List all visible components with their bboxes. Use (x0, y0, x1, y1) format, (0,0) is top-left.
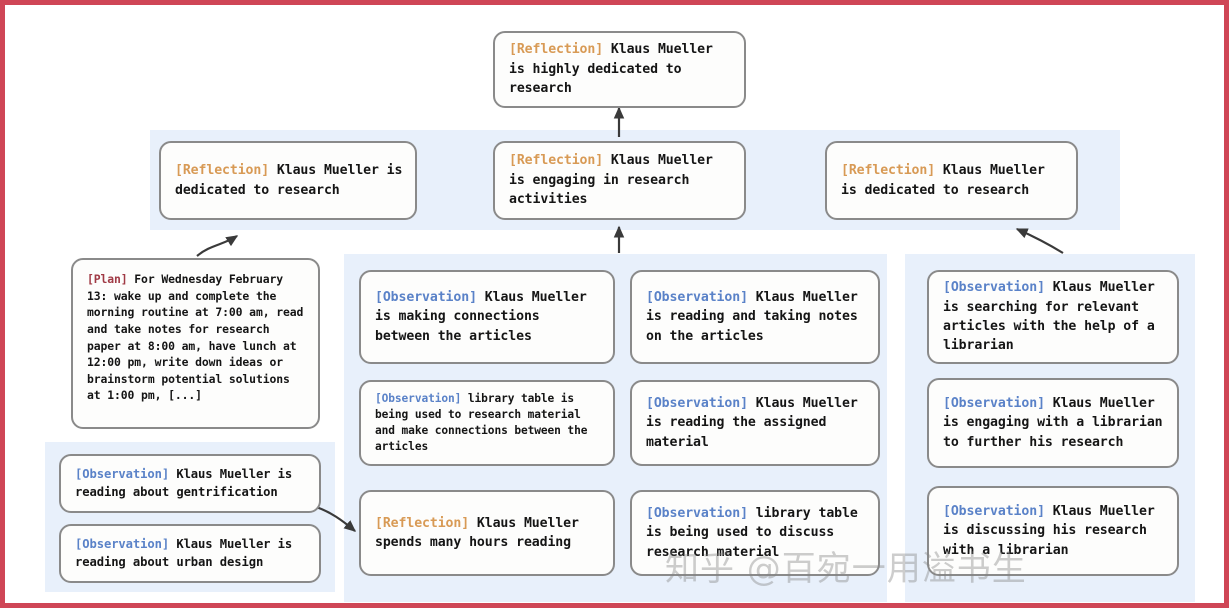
node-body: Klaus Mueller is reading the assigned ma… (646, 395, 866, 450)
node-col3-obs-2[interactable]: [Observation] Klaus Mueller is engaging … (927, 378, 1179, 468)
node-body: Klaus Mueller is dedicated to research (841, 163, 1053, 198)
node-obs-bottom-left-1[interactable]: [Observation] Klaus Mueller is reading a… (59, 454, 321, 513)
arrow-plan-to-left-reflection (196, 235, 239, 257)
node-body: Klaus Mueller spends many hours reading (375, 515, 587, 550)
node-body: Klaus Mueller is dedicated to research (175, 163, 411, 198)
node-obs-bottom-left-2[interactable]: [Observation] Klaus Mueller is reading a… (59, 524, 321, 583)
tag-reflection: [Reflection] (509, 42, 604, 58)
node-mid-reflection-right[interactable]: [Reflection] Klaus Mueller is dedicated … (825, 141, 1078, 220)
node-col1-obs-1[interactable]: [Observation] Klaus Mueller is making co… (359, 270, 615, 364)
tag-observation: [Observation] (646, 505, 748, 521)
tag-reflection: [Reflection] (841, 163, 936, 179)
node-text: [Observation] library table is being use… (375, 391, 601, 455)
node-col2-obs-2[interactable]: [Observation] Klaus Mueller is reading t… (630, 380, 880, 466)
node-plan[interactable]: [Plan] For Wednesday February 13: wake u… (71, 258, 320, 429)
tag-observation: [Observation] (75, 466, 170, 481)
tag-observation: [Observation] (646, 395, 748, 411)
node-body: library table is being used to discuss r… (646, 505, 866, 560)
node-col2-obs-3[interactable]: [Observation] library table is being use… (630, 490, 880, 576)
node-body: library table is being used to research … (375, 392, 594, 453)
node-text: [Reflection] Klaus Mueller is engaging i… (509, 151, 732, 209)
node-text: [Reflection] Klaus Mueller is dedicated … (841, 161, 1064, 200)
node-col2-obs-1[interactable]: [Observation] Klaus Mueller is reading a… (630, 270, 880, 364)
node-text: [Observation] Klaus Mueller is making co… (375, 288, 601, 346)
tag-reflection: [Reflection] (375, 515, 470, 531)
node-body: For Wednesday February 13: wake up and c… (87, 272, 311, 403)
tag-observation: [Observation] (646, 289, 748, 305)
node-mid-reflection-left[interactable]: [Reflection] Klaus Mueller is dedicated … (159, 141, 417, 220)
node-col1-obs-2[interactable]: [Observation] library table is being use… (359, 380, 615, 466)
node-text: [Reflection] Klaus Mueller spends many h… (375, 514, 601, 553)
node-text: [Observation] Klaus Mueller is discussin… (943, 502, 1165, 560)
tag-observation: [Observation] (75, 536, 170, 551)
node-body: Klaus Mueller is making connections betw… (375, 289, 595, 344)
node-text: [Observation] Klaus Mueller is searching… (943, 278, 1165, 356)
tag-reflection: [Reflection] (175, 163, 270, 179)
tag-observation: [Observation] (375, 392, 462, 406)
node-body: Klaus Mueller is reading about urban des… (75, 536, 300, 569)
node-text: [Plan] For Wednesday February 13: wake u… (87, 271, 306, 404)
node-body: Klaus Mueller is reading and taking note… (646, 289, 866, 344)
tag-reflection: [Reflection] (509, 153, 604, 169)
node-text: [Observation] Klaus Mueller is engaging … (943, 394, 1165, 452)
node-col1-reflection[interactable]: [Reflection] Klaus Mueller spends many h… (359, 490, 615, 576)
node-text: [Observation] Klaus Mueller is reading a… (75, 466, 307, 502)
node-body: Klaus Mueller is discussing his research… (943, 503, 1163, 558)
node-body: Klaus Mueller is engaging with a librari… (943, 395, 1171, 450)
node-text: [Observation] Klaus Mueller is reading a… (646, 288, 866, 346)
tag-observation: [Observation] (375, 289, 477, 305)
node-text: [Reflection] Klaus Mueller is highly ded… (509, 40, 732, 98)
node-body: Klaus Mueller is reading about gentrific… (75, 466, 300, 499)
tag-observation: [Observation] (943, 280, 1045, 296)
arrow-obs-right-to-reflection (1015, 227, 1064, 254)
node-body: Klaus Mueller is searching for relevant … (943, 280, 1163, 354)
tag-observation: [Observation] (943, 503, 1045, 519)
node-root-reflection[interactable]: [Reflection] Klaus Mueller is highly ded… (493, 31, 746, 108)
node-body: Klaus Mueller is highly dedicated to res… (509, 42, 721, 97)
node-text: [Observation] Klaus Mueller is reading a… (75, 536, 307, 572)
tag-observation: [Observation] (943, 395, 1045, 411)
node-text: [Reflection] Klaus Mueller is dedicated … (175, 161, 403, 200)
node-col3-obs-1[interactable]: [Observation] Klaus Mueller is searching… (927, 270, 1179, 364)
tag-plan: [Plan] (87, 272, 128, 286)
node-body: Klaus Mueller is engaging in research ac… (509, 153, 721, 208)
node-mid-reflection-center[interactable]: [Reflection] Klaus Mueller is engaging i… (493, 141, 746, 220)
node-text: [Observation] library table is being use… (646, 504, 866, 562)
node-text: [Observation] Klaus Mueller is reading t… (646, 394, 866, 452)
node-col3-obs-3[interactable]: [Observation] Klaus Mueller is discussin… (927, 486, 1179, 576)
